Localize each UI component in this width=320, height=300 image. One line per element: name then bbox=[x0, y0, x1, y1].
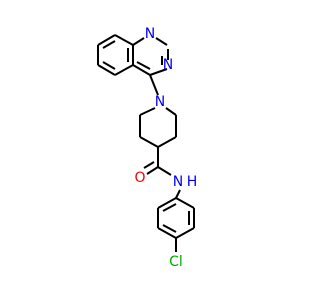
benzene-ring-quinazoline bbox=[97, 34, 134, 76]
carboxamide-group bbox=[143, 147, 181, 199]
atom-h-amide: H bbox=[187, 174, 198, 190]
molecule-drawing: N N N O N H Cl bbox=[97, 26, 198, 270]
piperidine-ring bbox=[139, 107, 177, 148]
atom-n-piperidine: N bbox=[155, 94, 165, 110]
atom-n-quinazoline-right: N bbox=[163, 57, 173, 73]
atom-cl: Cl bbox=[169, 254, 183, 270]
structure-canvas: N N N O N H Cl bbox=[97, 26, 198, 270]
atom-n-amide: N bbox=[173, 174, 183, 190]
chlorophenyl-ring bbox=[157, 197, 195, 252]
pyrimidine-ring-quinazoline bbox=[132, 37, 169, 76]
bond-quinazoline-piperidine bbox=[149, 74, 159, 96]
atom-n-quinazoline-top: N bbox=[145, 26, 155, 42]
atom-o-carbonyl: O bbox=[134, 170, 145, 186]
